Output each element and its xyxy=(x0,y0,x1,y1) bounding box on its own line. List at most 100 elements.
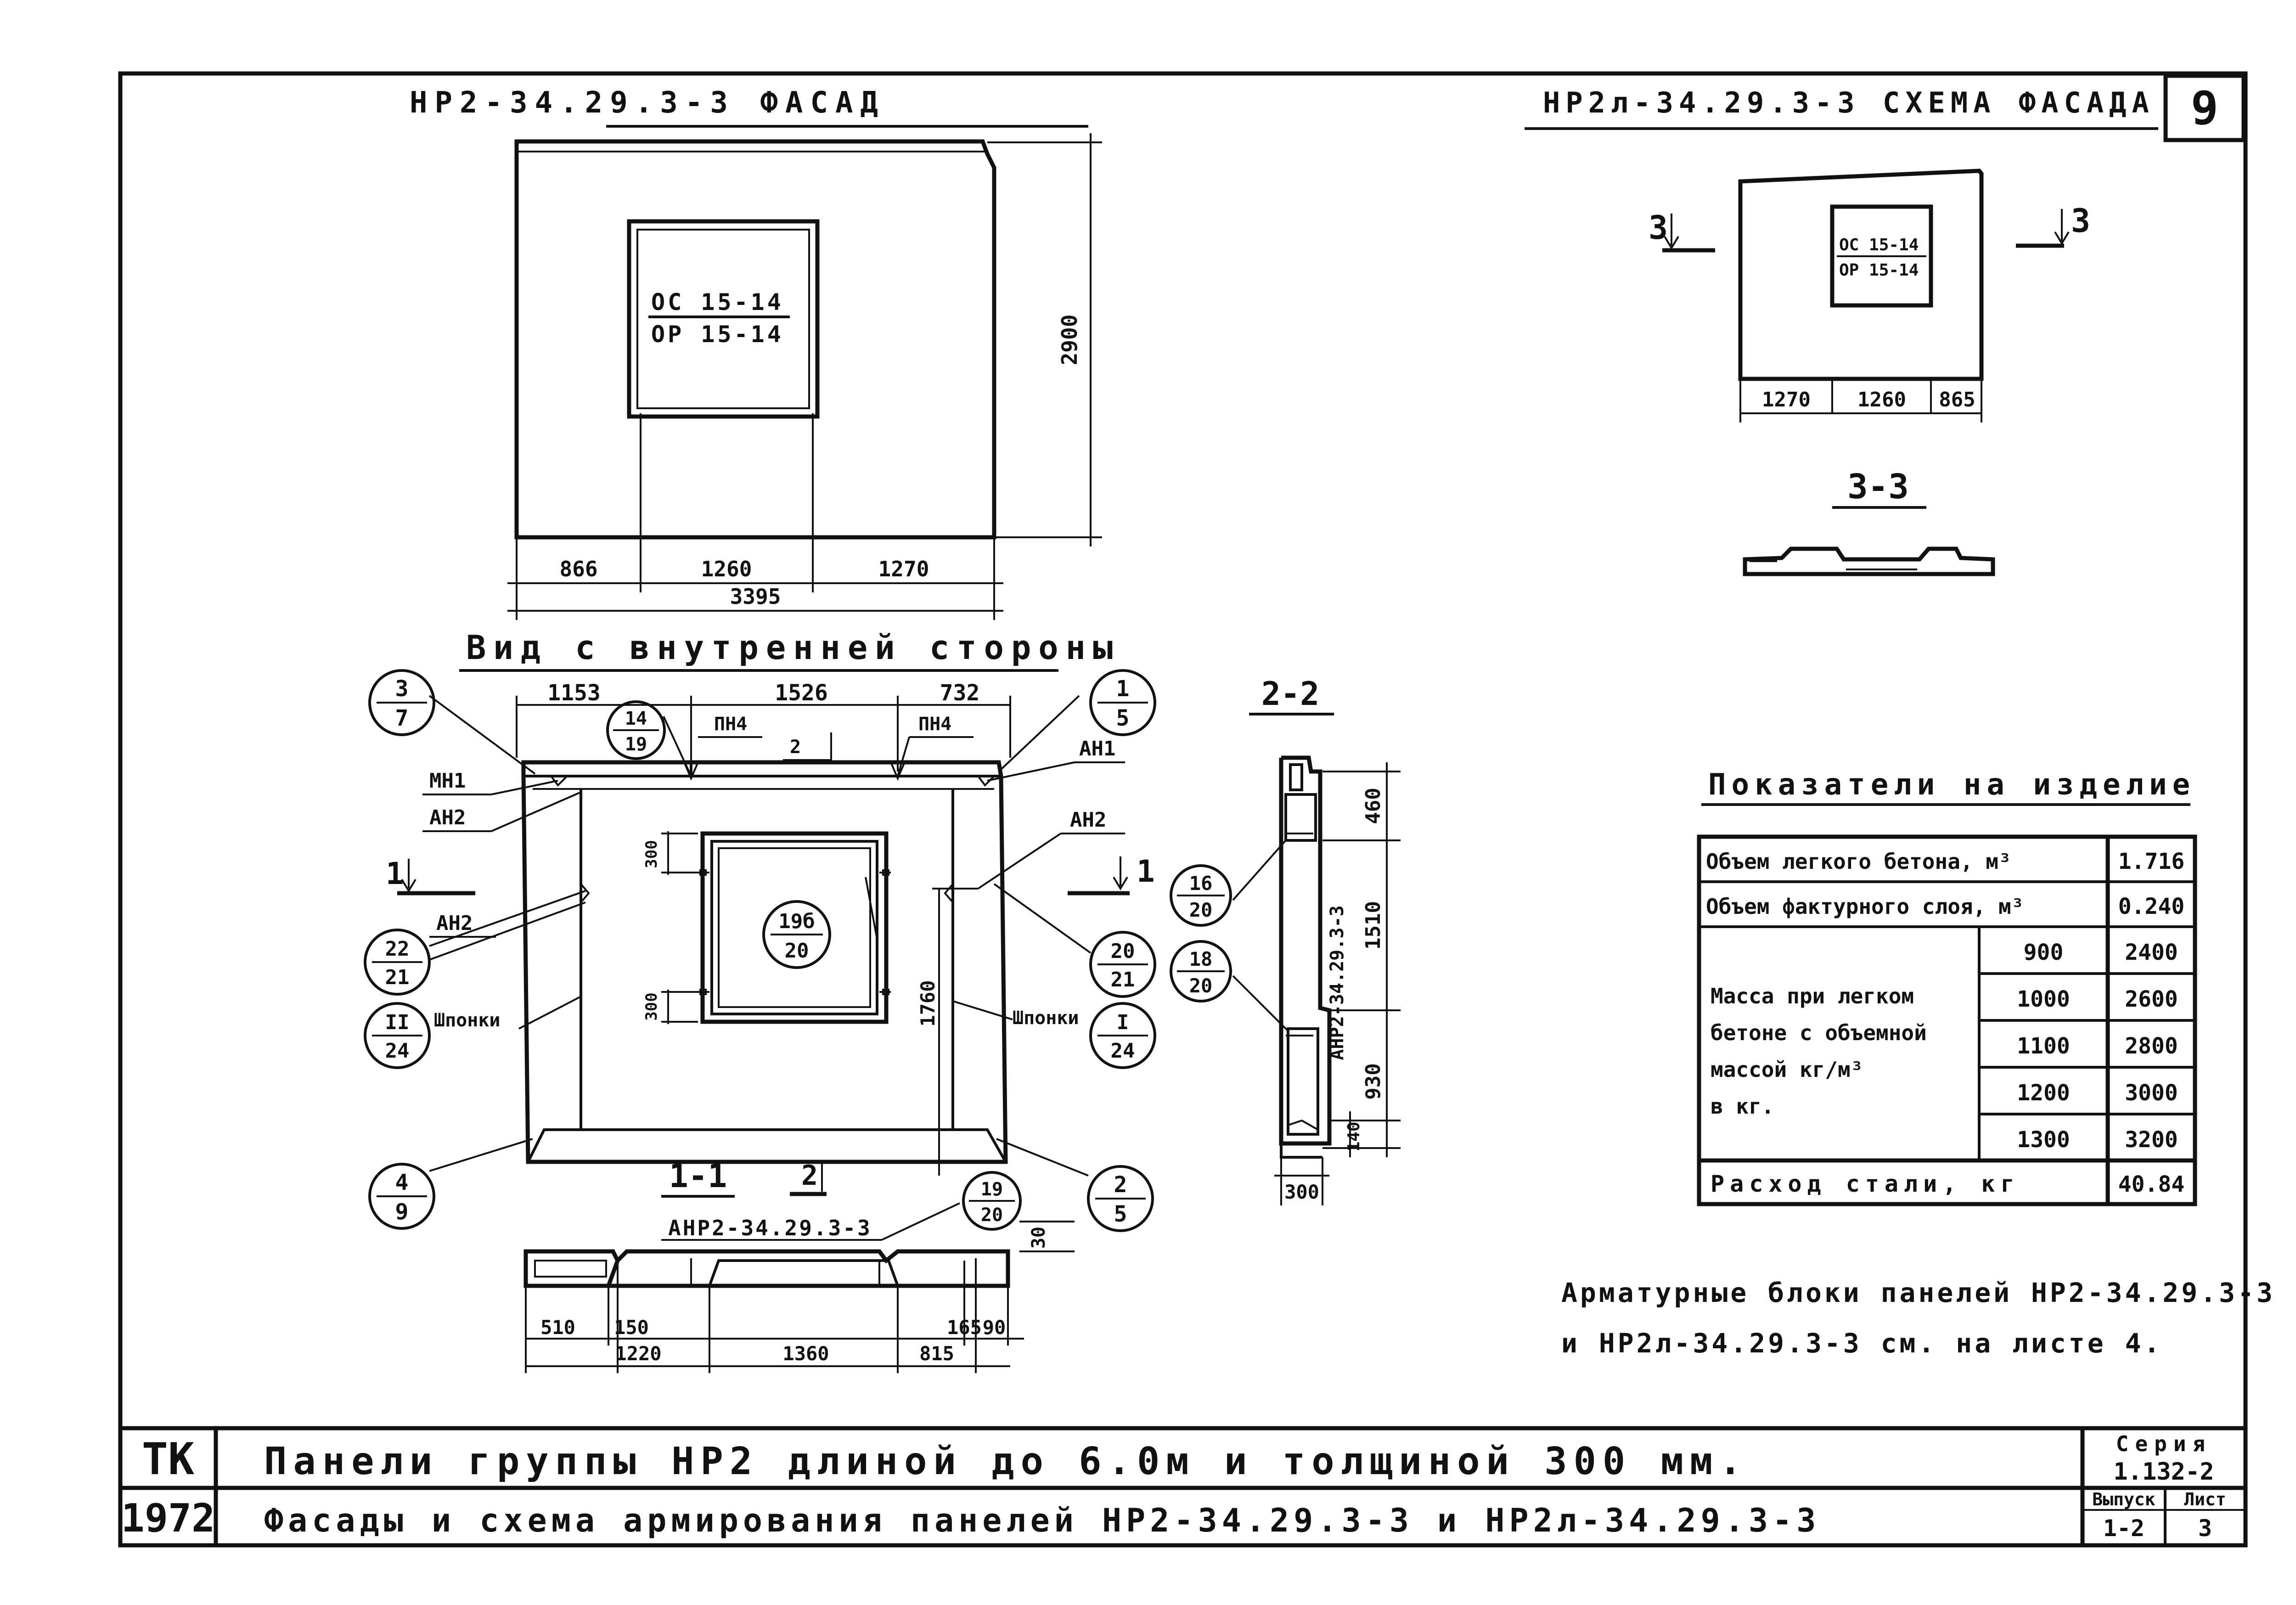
callout-2-5: 2 5 xyxy=(1087,1165,1154,1232)
callout-II-24: II 24 xyxy=(364,1002,431,1069)
svg-text:2: 2 xyxy=(1114,1172,1127,1198)
steel-label: Расход стали, кг xyxy=(1711,1171,2020,1197)
facade-window-inner xyxy=(636,229,810,409)
inner-dim-300-bot: 300 xyxy=(642,992,661,1020)
list-value: 3 xyxy=(2198,1515,2212,1542)
svg-text:21: 21 xyxy=(385,966,410,989)
mass-label-line-1: Масса при легком xyxy=(1711,984,1914,1008)
inner-label-shponki-left: Шпонки xyxy=(434,1010,501,1031)
mass-value-2: 2600 xyxy=(2125,986,2178,1012)
callout-19b-20: 19б 20 xyxy=(762,900,831,969)
inner-label-an2-ml: АН2 xyxy=(436,912,473,935)
svg-text:19б: 19б xyxy=(778,910,815,933)
inner-view: Вид с внутренней стороны 1153 1526 732 xyxy=(386,628,1155,1177)
scheme-section-title: 3-3 xyxy=(1847,467,1909,507)
scheme-window xyxy=(1830,204,1933,308)
svg-text:4: 4 xyxy=(395,1170,409,1195)
indicators-title: Показатели на изделие xyxy=(1708,768,2195,802)
mass-label-line-3: массой кг/м³ xyxy=(1711,1057,1863,1082)
mass-label-line-2: бетоне с объемной xyxy=(1711,1020,1927,1045)
mass-label-line-4: в кг. xyxy=(1711,1094,1774,1119)
scheme-window-label-bottom: ОР 15-14 xyxy=(1839,261,1919,280)
title-line-1: Панели группы НР2 длиной до 6.0м и толщи… xyxy=(264,1440,1748,1483)
sheet-number: 9 xyxy=(2191,81,2218,135)
callout-18-20: 18 20 xyxy=(1170,940,1232,1002)
section-1-1: 1-1 2 АНР2-34.29.3-3 30 510 150 165 9 xyxy=(523,1157,1075,1373)
callout-14-19: 14 19 xyxy=(606,700,666,760)
section22-profile xyxy=(1279,755,1332,1146)
mass-density-5: 1300 xyxy=(2017,1127,2070,1153)
svg-text:9: 9 xyxy=(395,1199,409,1225)
section11-dim-row1-4: 90 xyxy=(983,1316,1006,1339)
svg-text:19: 19 xyxy=(981,1179,1003,1200)
indicators-table: Показатели на изделие Объем легкого бето… xyxy=(1697,768,2197,1206)
section11-mark: 2 xyxy=(801,1160,818,1192)
section-2-2: 2-2 460 1510 930 140 АНР2-34.29.3-3 300 xyxy=(1232,675,1401,1205)
section22-vertical-label: АНР2-34.29.3-3 xyxy=(1327,905,1348,1060)
svg-text:20: 20 xyxy=(1189,899,1213,921)
svg-text:16: 16 xyxy=(1189,872,1213,895)
inner-dim-top-1: 1153 xyxy=(547,680,601,706)
scheme-dim-3: 865 xyxy=(1939,388,1975,411)
section11-dim-row2-2: 1360 xyxy=(782,1342,829,1365)
inner-dim-1760: 1760 xyxy=(917,980,939,1026)
svg-text:5: 5 xyxy=(1114,1201,1127,1227)
inner-label-pn4-left: ПН4 xyxy=(714,714,747,735)
inner-dim-top-2: 1526 xyxy=(775,680,828,706)
facade-dim-total: 3395 xyxy=(730,584,781,609)
svg-text:7: 7 xyxy=(395,705,409,731)
callout-16-20: 16 20 xyxy=(1170,864,1232,927)
section22-dim-bottom: 300 xyxy=(1284,1181,1319,1203)
callout-20-21: 20 21 xyxy=(1089,931,1156,998)
mass-value-3: 2800 xyxy=(2125,1033,2178,1059)
scheme-view: НР2л-34.29.3-3 СХЕМА ФАСАДА ОС 15-14 ОР … xyxy=(1525,86,2158,576)
facade-window-label-top: ОС 15-14 xyxy=(651,289,784,315)
svg-text:5: 5 xyxy=(1116,705,1130,731)
facade-window-outer xyxy=(627,219,820,419)
mass-value-4: 3000 xyxy=(2125,1080,2178,1106)
facade-dim-2: 1260 xyxy=(701,557,752,581)
svg-text:19: 19 xyxy=(625,734,647,755)
section22-dim-4: 140 xyxy=(1345,1121,1363,1151)
section11-dim-row1-3: 165 xyxy=(947,1316,982,1339)
indicator-row-1-label: Объем легкого бетона, м³ xyxy=(1706,849,2011,874)
section11-dim-row2-3: 815 xyxy=(919,1342,954,1365)
callout-4-9: 4 9 xyxy=(368,1163,435,1230)
mass-density-3: 1100 xyxy=(2017,1033,2070,1059)
title-line-2: Фасады и схема армирования панелей НР2-3… xyxy=(264,1502,1820,1539)
mass-density-1: 900 xyxy=(2024,940,2064,965)
facade-window-label-bottom: ОР 15-14 xyxy=(651,321,784,348)
scheme-section-profile xyxy=(1743,546,1995,576)
svg-text:24: 24 xyxy=(1111,1039,1135,1063)
inner-label-an2-right: АН2 xyxy=(1070,808,1106,832)
section22-dim-1: 460 xyxy=(1362,788,1385,824)
svg-text:20: 20 xyxy=(1189,974,1213,997)
section11-dim-row1-1: 510 xyxy=(540,1316,575,1339)
callout-19-20: 19 20 xyxy=(962,1171,1022,1231)
sheet-number-box xyxy=(2163,73,2246,142)
scheme-dim-2: 1260 xyxy=(1857,388,1906,411)
inner-cut-1-right: 1 xyxy=(1137,854,1155,889)
steel-value: 40.84 xyxy=(2118,1171,2185,1197)
facade-dim-height: 2900 xyxy=(1057,315,1082,366)
title-block: ТК 1972 Панели группы НР2 длиной до 6.0м… xyxy=(120,1426,2245,1545)
callout-I-24: I 24 xyxy=(1089,1002,1156,1069)
inner-title: Вид с внутренней стороны xyxy=(466,628,1120,667)
inner-label-pn4-right: ПН4 xyxy=(918,714,951,735)
section22-title: 2-2 xyxy=(1261,675,1319,713)
svg-text:18: 18 xyxy=(1189,948,1213,970)
svg-text:3: 3 xyxy=(395,676,409,702)
svg-text:20: 20 xyxy=(981,1205,1003,1226)
inner-label-an2-tl: АН2 xyxy=(429,806,466,829)
facade-view: НР2-34.29.3-3 ФАСАД ОС 15-14 ОР 15-14 29… xyxy=(410,86,1102,620)
facade-title: НР2-34.29.3-3 ФАСАД xyxy=(410,86,885,120)
svg-text:20: 20 xyxy=(785,939,809,963)
section11-dim-row1-2: 150 xyxy=(614,1316,649,1339)
indicator-row-2-value: 0.240 xyxy=(2118,894,2185,919)
scheme-window-label-top: ОС 15-14 xyxy=(1839,236,1919,254)
mass-density-4: 1200 xyxy=(2017,1080,2070,1106)
note-line-2: и НР2л-34.29.3-3 см. на листе 4. xyxy=(1561,1328,2162,1359)
inner-cut-1-left: 1 xyxy=(386,856,404,891)
section11-profile xyxy=(523,1249,1010,1288)
